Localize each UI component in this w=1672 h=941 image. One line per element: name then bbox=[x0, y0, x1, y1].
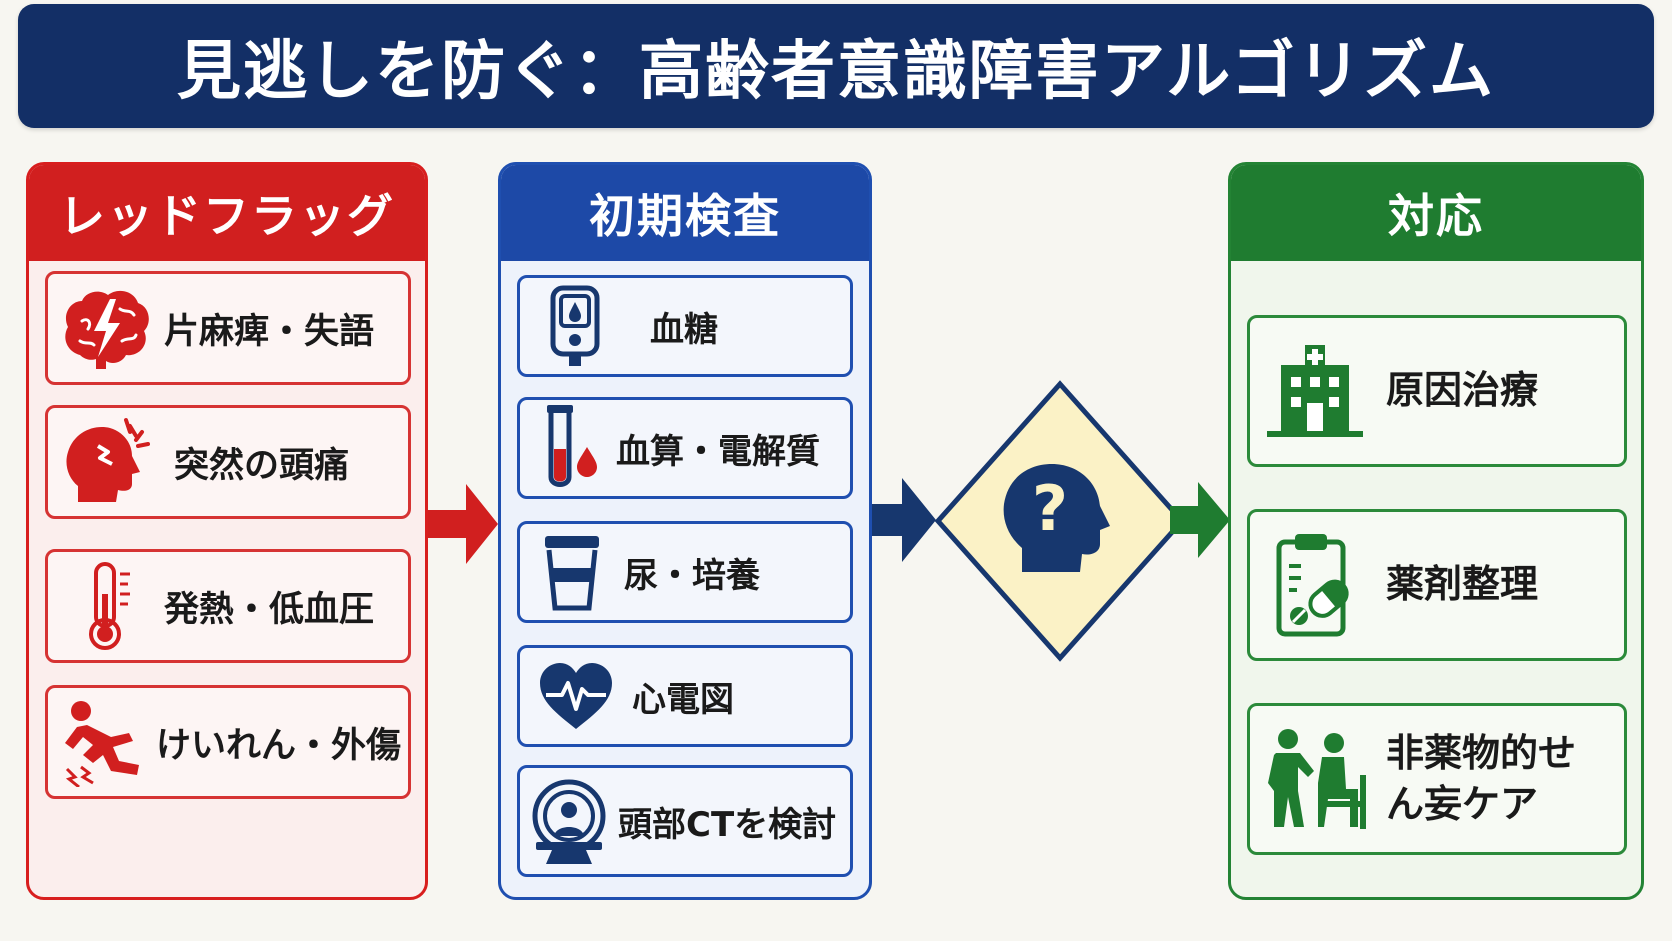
initial-tests-panel: 初期検査 血糖 血算・電解質 bbox=[498, 162, 872, 900]
blood-tube-icon bbox=[520, 403, 616, 493]
response-panel: 対応 原因治療 bbox=[1228, 162, 1644, 900]
caregiver-icon bbox=[1250, 727, 1380, 831]
red-flag-panel: レッドフラッグ 片麻痺・失語 突然の頭痛 bbox=[26, 162, 428, 900]
red-flag-label: 突然の頭痛 bbox=[174, 445, 350, 486]
falling-person-icon bbox=[48, 697, 164, 787]
ct-scanner-icon bbox=[520, 776, 618, 866]
response-label: 薬剤整理 bbox=[1386, 562, 1539, 607]
test-card-ecg: 心電図 bbox=[517, 645, 853, 747]
response-header: 対応 bbox=[1231, 165, 1641, 261]
red-flag-label: 発熱・低血圧 bbox=[164, 589, 375, 630]
page-title: 見逃しを防ぐ：高齢者意識障害アルゴリズム bbox=[176, 35, 1496, 109]
test-label: 血糖 bbox=[650, 309, 718, 350]
red-flag-card-seizure: けいれん・外傷 bbox=[45, 685, 411, 799]
response-label: 非薬物的せん妄ケア bbox=[1386, 730, 1577, 826]
urine-cup-icon bbox=[520, 532, 624, 612]
response-card-medication: 薬剤整理 bbox=[1247, 509, 1627, 661]
test-card-glucose: 血糖 bbox=[517, 275, 853, 377]
response-card-delirium: 非薬物的せん妄ケア bbox=[1247, 703, 1627, 855]
title-banner: 見逃しを防ぐ：高齢者意識障害アルゴリズム bbox=[18, 4, 1654, 128]
thermometer-icon bbox=[48, 558, 164, 654]
test-card-cbc: 血算・電解質 bbox=[517, 397, 853, 499]
red-flag-header: レッドフラッグ bbox=[29, 165, 425, 261]
svg-text:?: ? bbox=[1032, 472, 1068, 545]
red-flag-card-fever: 発熱・低血圧 bbox=[45, 549, 411, 663]
arrow-right-icon bbox=[1170, 482, 1230, 558]
response-card-cause: 原因治療 bbox=[1247, 315, 1627, 467]
glucometer-icon bbox=[520, 284, 630, 368]
arrow-right-icon bbox=[428, 484, 498, 564]
response-label: 原因治療 bbox=[1386, 368, 1539, 413]
test-card-urine: 尿・培養 bbox=[517, 521, 853, 623]
heart-ecg-icon bbox=[520, 659, 632, 733]
test-label: 心電図 bbox=[632, 679, 734, 720]
red-flag-label: 片麻痺・失語 bbox=[164, 311, 375, 352]
test-label: 尿・培養 bbox=[624, 555, 760, 596]
question-head-icon: ? bbox=[1003, 464, 1110, 572]
test-label: 血算・電解質 bbox=[616, 431, 820, 472]
test-card-ct: 頭部CTを検討 bbox=[517, 765, 853, 877]
red-flag-card-headache: 突然の頭痛 bbox=[45, 405, 411, 519]
medication-clipboard-icon bbox=[1250, 530, 1380, 640]
decision-diamond: ? bbox=[934, 380, 1186, 662]
initial-tests-header: 初期検査 bbox=[501, 165, 869, 261]
arrow-right-icon bbox=[872, 478, 936, 562]
hospital-icon bbox=[1250, 343, 1380, 439]
red-flag-card-hemiparesis: 片麻痺・失語 bbox=[45, 271, 411, 385]
red-flag-label: けいれん・外傷 bbox=[156, 725, 402, 766]
brain-lightning-icon bbox=[48, 285, 164, 371]
test-label: 頭部CTを検討 bbox=[618, 804, 837, 845]
head-pain-icon bbox=[48, 416, 164, 508]
